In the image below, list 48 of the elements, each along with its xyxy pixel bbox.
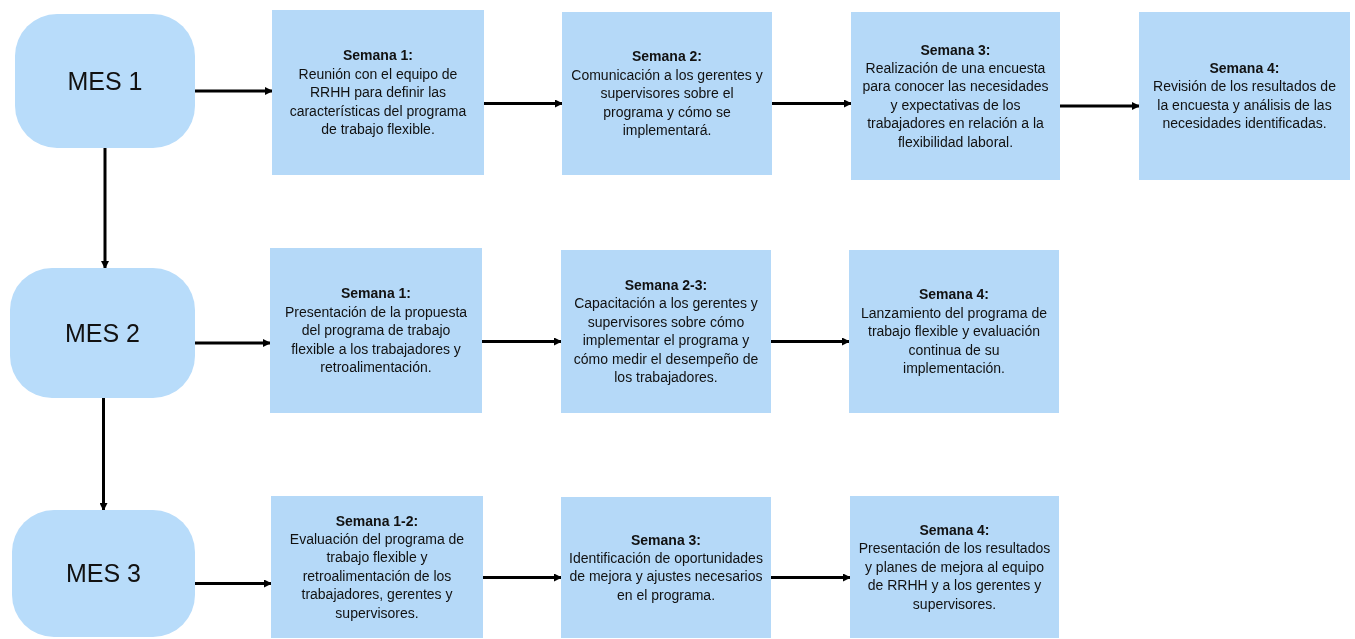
- week-heading: Semana 4:: [919, 520, 990, 540]
- month-label: MES 3: [66, 559, 141, 588]
- arrow: [195, 339, 271, 347]
- arrow: [195, 579, 272, 588]
- arrow: [483, 573, 562, 582]
- arrow: [99, 398, 108, 511]
- task-box: [271, 496, 483, 638]
- task-box: [849, 250, 1059, 413]
- arrow: [1060, 102, 1140, 110]
- arrow: [101, 148, 109, 269]
- task-description: Comunicación a los gerentes y supervisores sobre el programa y cómo se implementará.: [570, 65, 764, 140]
- month-node: [10, 268, 195, 398]
- week-heading: Semana 3:: [920, 40, 991, 59]
- month-node: [15, 14, 195, 148]
- arrow: [484, 99, 563, 108]
- month-node: [12, 510, 195, 637]
- task-box: [1139, 12, 1350, 180]
- task-description: Lanzamiento del programa de trabajo flexible y evaluación continua de su implementación.: [860, 303, 1048, 378]
- arrow: [195, 87, 273, 95]
- week-heading: Semana 1:: [342, 46, 413, 65]
- month-label: MES 2: [65, 318, 140, 348]
- task-description: Realización de una encuesta para conocer las necesidades y expectativas de los trabajadores en relación a la flexibilidad laboral.: [861, 58, 1050, 152]
- arrow: [772, 99, 852, 108]
- task-description: Evaluación del programa de trabajo flexible y retroalimentación de los trabajadores, gerentes y supervisores.: [288, 529, 466, 623]
- task-description: Reunión con el equipo de RRHH para definir las características del programa de trabajo flexible.: [288, 64, 468, 139]
- week-heading: Semana 4:: [918, 285, 989, 304]
- task-description: Capacitación a los gerentes y supervisores sobre cómo implementar el programa y cómo medir el desempeño de los trabajadores.: [572, 294, 760, 387]
- week-heading: Semana 4:: [1209, 59, 1280, 78]
- week-heading: Semana 3:: [630, 530, 701, 549]
- week-heading: Semana 1:: [340, 284, 411, 303]
- task-box: [272, 10, 484, 175]
- arrow: [771, 337, 850, 346]
- task-box: [561, 497, 771, 638]
- task-description: Revisión de los resultados de la encuesta y análisis de las necesidades identificadas.: [1152, 77, 1337, 133]
- month-label: MES 1: [67, 66, 143, 96]
- task-box: [561, 250, 771, 413]
- task-box: [562, 12, 772, 175]
- arrow: [482, 337, 562, 346]
- task-description: Presentación de los resultados y planes de mejora al equipo de RRHH y a los gerentes y supervisores.: [858, 539, 1051, 614]
- task-description: Presentación de la propuesta del programa de trabajo flexible a los trabajadores y retroalimentación.: [283, 302, 469, 377]
- task-box: [851, 12, 1060, 180]
- task-description: Identificación de oportunidades de mejora y ajustes necesarios en el programa.: [569, 548, 763, 605]
- week-heading: Semana 1-2:: [335, 511, 419, 530]
- week-heading: Semana 2-3:: [624, 276, 708, 295]
- arrow: [771, 573, 851, 582]
- week-heading: Semana 2:: [631, 47, 702, 66]
- task-box: [850, 496, 1059, 638]
- task-box: [270, 248, 482, 413]
